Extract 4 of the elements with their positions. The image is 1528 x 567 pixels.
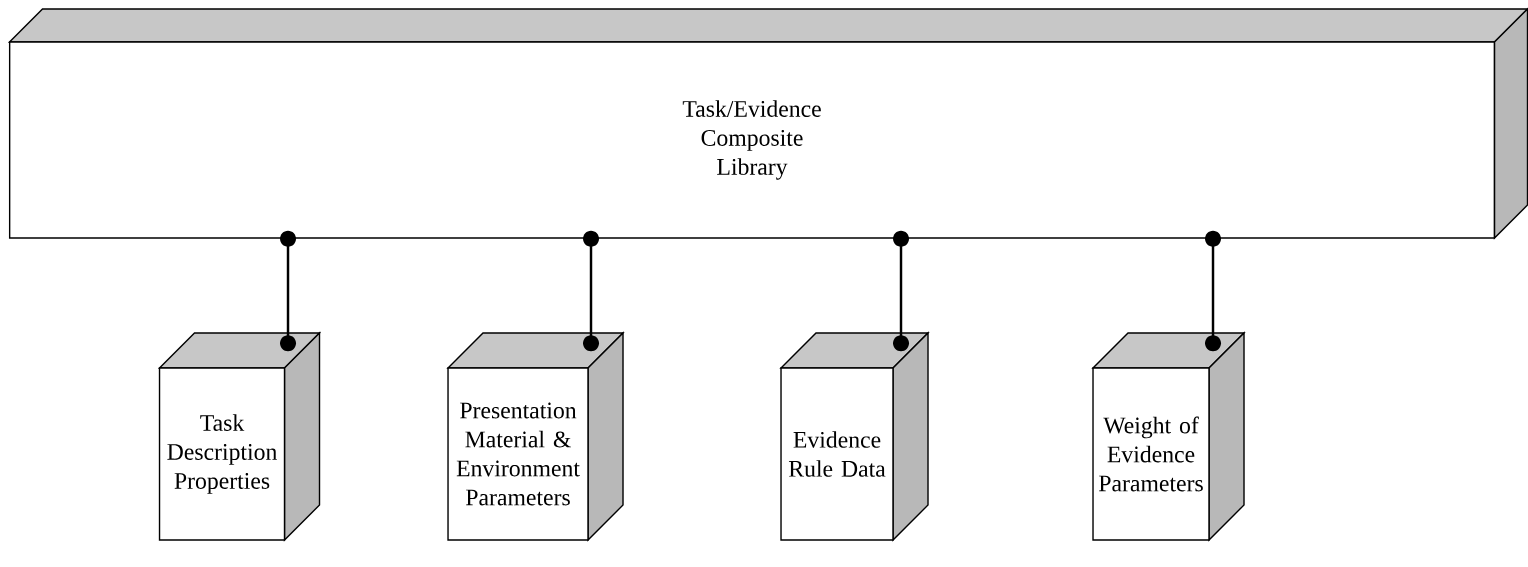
- connector-line: [893, 230, 909, 352]
- connector-line: [280, 230, 296, 352]
- connector-line: [1205, 230, 1221, 352]
- connector-line: [583, 230, 599, 352]
